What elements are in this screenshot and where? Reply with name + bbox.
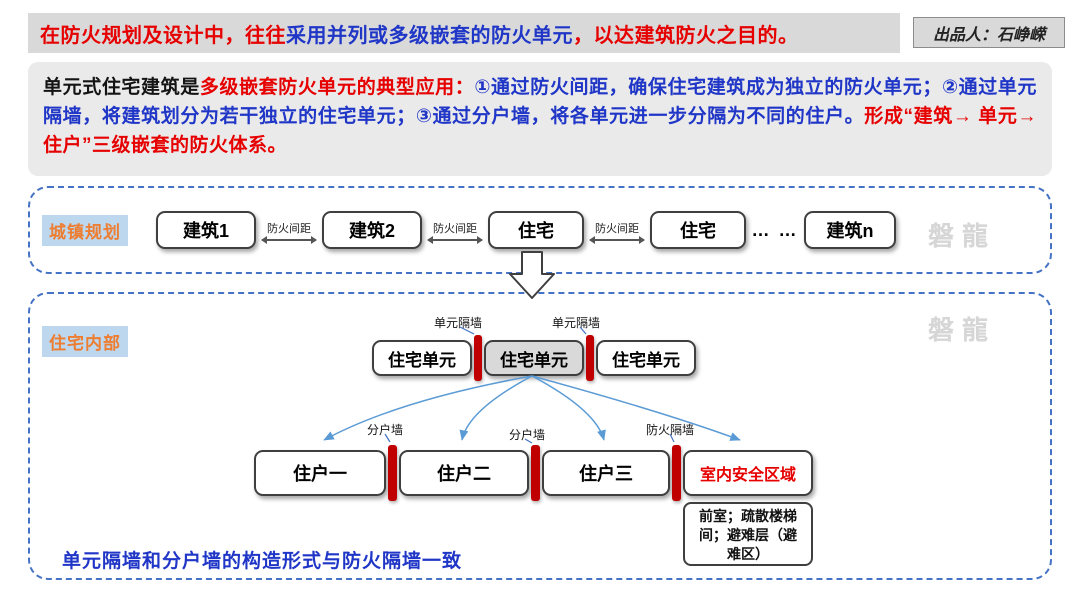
- unit-wall-label-1: 单元隔墙: [434, 316, 483, 330]
- node-household-1: 住户一: [254, 450, 386, 496]
- node-residence-unit-1: 住宅单元: [372, 340, 472, 376]
- credit-badge: 出品人：石峥嵘: [913, 17, 1065, 48]
- intro-text-topic: 多级嵌套防火单元的典型应用：: [199, 77, 475, 98]
- node-residence-2: 住宅: [650, 211, 746, 249]
- header-bar: 在防火规划及设计中，往往采用并列或多级嵌套的防火单元，以达建筑防火之目的。: [28, 13, 900, 53]
- unit-fire-wall-2: [586, 335, 594, 381]
- fire-separation-gap-1: 防火间距: [256, 220, 322, 244]
- unit-fire-wall-1: [474, 335, 482, 381]
- header-text-3: ，以达建筑防火之目的。: [573, 24, 799, 47]
- household-wall-2: [531, 445, 540, 501]
- node-residence-unit-3: 住宅单元: [596, 340, 696, 376]
- intro-paragraph: 单元式住宅建筑是多级嵌套防火单元的典型应用：①通过防火间距，确保住宅建筑成为独立…: [28, 62, 1052, 176]
- planning-row: 城镇规划 建筑1 防火间距 建筑2 防火间距 住宅 防火间距 住宅 … … 建筑…: [30, 188, 1050, 272]
- fire-separation-gap-3: 防火间距: [584, 220, 650, 244]
- watermark-1: 磐龍: [928, 221, 997, 251]
- watermark-2: 磐龍: [928, 315, 997, 345]
- node-residence-unit-2: 住宅单元: [484, 340, 584, 376]
- node-indoor-safe-area: 室内安全区域: [683, 450, 813, 496]
- household-wall-label-1: 分户墙: [367, 423, 404, 437]
- double-arrow-1: [261, 235, 317, 244]
- header-text-1: 在防火规划及设计中，往往: [40, 24, 286, 47]
- fire-separation-gap-2: 防火间距: [422, 220, 488, 244]
- residence-interior-section: 住宅内部 单元隔墙 单元隔墙 住宅单元 住宅单元 住宅单元 分户墙 分户墙 防火…: [28, 292, 1052, 580]
- section-label-urban-planning: 城镇规划: [42, 214, 128, 246]
- fire-partition-wall: [672, 445, 681, 501]
- fire-partition-label: 防火隔墙: [646, 423, 695, 437]
- bottom-note: 单元隔墙和分户墙的构造形式与防火隔墙一致: [62, 551, 463, 572]
- unit-wall-label-2: 单元隔墙: [552, 316, 601, 330]
- node-building-n: 建筑n: [804, 211, 896, 249]
- section-label-interior: 住宅内部: [42, 326, 128, 357]
- fire-gap-label-2: 防火间距: [433, 222, 477, 235]
- node-household-2: 住户二: [399, 450, 529, 496]
- double-arrow-3: [589, 235, 645, 244]
- intro-text-result: 形成“建筑→ 单元→ 住户”三级嵌套的防火体系。: [43, 106, 1037, 156]
- fire-gap-label-3: 防火间距: [595, 222, 639, 235]
- node-building-2: 建筑2: [322, 211, 422, 249]
- node-building-1: 建筑1: [156, 211, 256, 249]
- intro-text-steps: ①通过防火间距，确保住宅建筑成为独立的防火单元；②通过单元隔墙，将建筑划分为若干…: [43, 77, 1037, 127]
- intro-text-lead: 单元式住宅建筑是: [43, 77, 200, 98]
- safe-area-note: 前室；疏散楼梯间；避难层（避难区）: [683, 502, 813, 566]
- ellipsis: … …: [751, 219, 799, 240]
- household-wall-1: [388, 445, 397, 501]
- header-text-2: 采用并列或多级嵌套的防火单元: [286, 24, 573, 47]
- urban-planning-section: 城镇规划 建筑1 防火间距 建筑2 防火间距 住宅 防火间距 住宅 … … 建筑…: [28, 186, 1052, 274]
- node-household-3: 住户三: [542, 450, 670, 496]
- fire-gap-label-1: 防火间距: [267, 222, 311, 235]
- node-residence-1: 住宅: [488, 211, 584, 249]
- household-wall-label-2: 分户墙: [509, 428, 546, 442]
- double-arrow-2: [427, 235, 483, 244]
